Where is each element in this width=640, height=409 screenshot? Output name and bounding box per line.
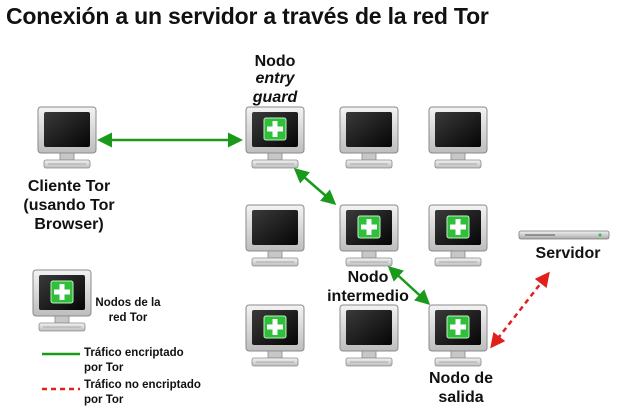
middle-node-label: Nodo intermedio xyxy=(327,269,409,305)
legend-nodes-label: Nodos de la red Tor xyxy=(95,297,161,324)
server-label: Servidor xyxy=(535,245,601,262)
entry-node-label: Nodo xyxy=(254,53,296,70)
computer-icon xyxy=(245,204,305,267)
legend-encrypted-label: Tráfico encriptado por Tor xyxy=(84,347,184,374)
legend-unencrypted-label: Tráfico no encriptado por Tor xyxy=(84,379,201,406)
computer-icon xyxy=(339,106,399,169)
legend-tor-node-icon xyxy=(32,269,92,332)
entry-guard-node-icon xyxy=(245,106,305,169)
encrypted-link-middle-exit xyxy=(387,265,431,306)
computer-icon xyxy=(339,304,399,367)
unencrypted-link-exit-server xyxy=(490,271,550,349)
middle-node-icon xyxy=(339,204,399,267)
computer-icon xyxy=(428,106,488,169)
exit-node-icon xyxy=(428,304,488,367)
encrypted-link-entry-middle xyxy=(293,168,337,205)
client-computer-icon xyxy=(37,106,97,169)
client-label: Cliente Tor (usando Tor Browser) xyxy=(23,178,115,233)
tor-node-icon xyxy=(245,304,305,367)
page-title: Conexión a un servidor a través de la re… xyxy=(6,3,489,29)
server-icon xyxy=(518,230,610,240)
entry-guard-label: entry guard xyxy=(252,70,298,106)
tor-node-icon xyxy=(428,204,488,267)
exit-node-label: Nodo de salida xyxy=(429,370,493,406)
